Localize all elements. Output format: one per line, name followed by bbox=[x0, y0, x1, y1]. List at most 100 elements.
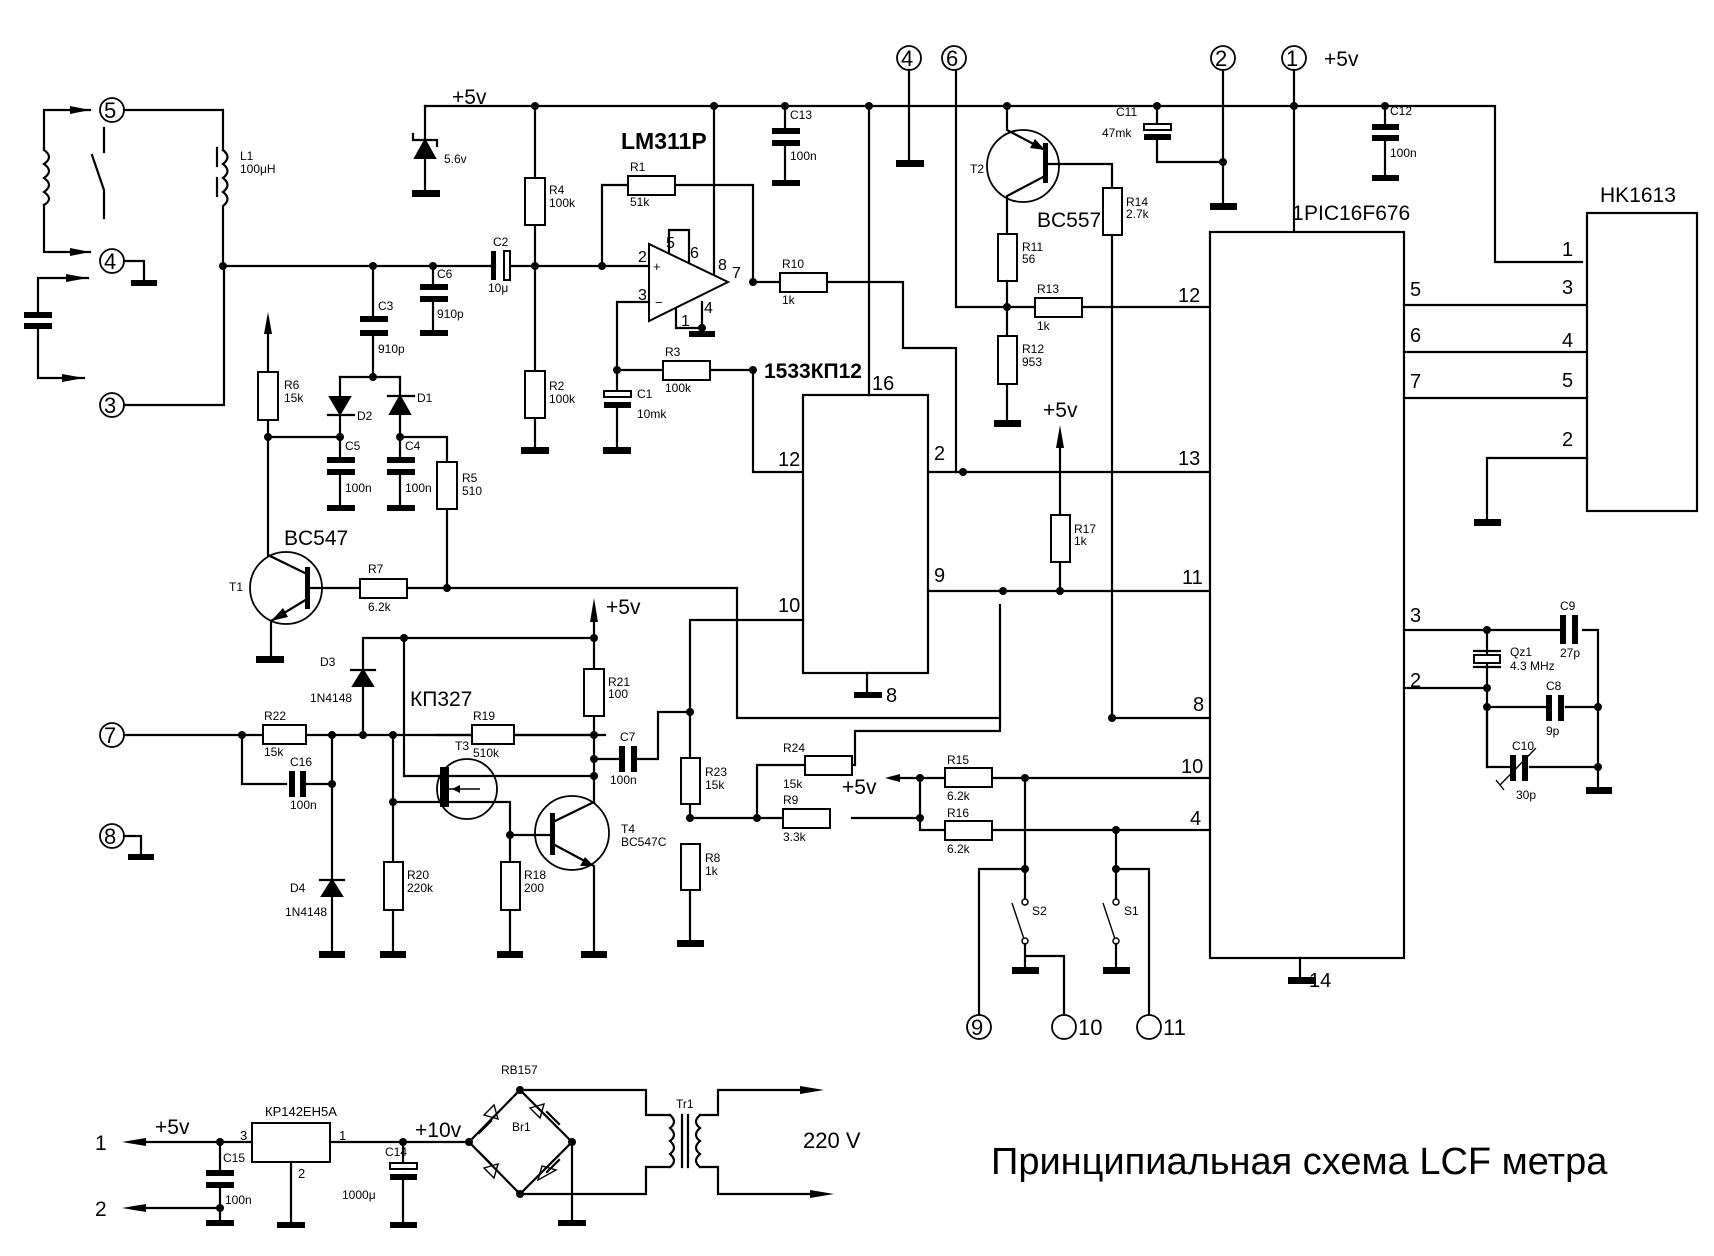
resistor-r22-icon bbox=[262, 724, 307, 745]
r20-ref: R20 bbox=[407, 868, 429, 882]
t2-ref: T2 bbox=[970, 162, 984, 176]
r7-ref: R7 bbox=[368, 562, 384, 576]
r5-ref: R5 bbox=[462, 471, 478, 485]
lcd-pin4: 4 bbox=[1562, 330, 1573, 352]
comparator-pin7: 7 bbox=[732, 265, 741, 282]
capacitor-c8-icon bbox=[1546, 695, 1552, 721]
psu-plus10-label: +10v bbox=[415, 1119, 462, 1142]
r1-value: 51k bbox=[630, 195, 650, 209]
r8-value: 1k bbox=[705, 864, 719, 878]
c5-value: 100n bbox=[345, 481, 372, 495]
connector-11-label: 11 bbox=[1163, 1015, 1186, 1040]
resistor-r3-icon bbox=[662, 360, 711, 381]
test-capacitor-icon bbox=[24, 312, 52, 318]
connector-2-top-label: 2 bbox=[1215, 46, 1227, 71]
connector-1-top-label: 1 bbox=[1286, 46, 1298, 71]
c10-ref: C10 bbox=[1512, 739, 1534, 753]
zener-diode-icon bbox=[413, 137, 437, 159]
mcu-pin12: 12 bbox=[1178, 285, 1200, 307]
switch-s1-icon[interactable] bbox=[1102, 902, 1116, 940]
arrow-icon bbox=[122, 1204, 146, 1212]
t3-ref: T3 bbox=[455, 739, 469, 753]
mcu-pin2: 2 bbox=[1410, 670, 1421, 692]
diode-d3-icon bbox=[351, 668, 375, 687]
r4-ref: R4 bbox=[549, 183, 565, 197]
transformer-tr1-icon bbox=[668, 1113, 676, 1169]
c1-ref: C1 bbox=[637, 387, 653, 401]
mcu-pin1: 1 bbox=[1292, 202, 1304, 225]
plus5-right-label: +5v bbox=[1324, 48, 1359, 71]
d3-ref: D3 bbox=[320, 655, 336, 669]
crystal-oscillator: C9 27p Qz1 4.3 MHz C8 9p C10 30p bbox=[1402, 599, 1612, 802]
c7-value: 100n bbox=[610, 773, 637, 787]
capacitor-c7-icon bbox=[619, 746, 625, 772]
psu-output-1: 1 bbox=[95, 1132, 107, 1155]
r5-value: 510 bbox=[462, 484, 482, 498]
c4-value: 100n bbox=[405, 481, 432, 495]
resistor-r6-icon bbox=[257, 371, 279, 421]
resistor-r17-icon bbox=[1050, 514, 1071, 563]
comparator-pin4: 4 bbox=[704, 300, 713, 317]
resistor-r20-icon bbox=[383, 861, 404, 911]
connector-6-top-label: 6 bbox=[946, 46, 958, 71]
switch-s2-icon[interactable] bbox=[1011, 902, 1025, 940]
resistor-r9-icon bbox=[782, 808, 831, 829]
r24-value: 15k bbox=[783, 777, 803, 791]
comparator-pin8: 8 bbox=[718, 257, 727, 274]
r16-ref: R16 bbox=[947, 806, 969, 820]
r13-ref: R13 bbox=[1037, 282, 1059, 296]
l1-value: 100μH bbox=[240, 162, 276, 176]
connector-10 bbox=[1051, 1014, 1077, 1040]
connector-5-label: 5 bbox=[104, 98, 116, 123]
ground-icon bbox=[131, 280, 157, 286]
c4-ref: C4 bbox=[405, 439, 421, 453]
capacitor-c3-icon bbox=[360, 316, 388, 322]
connector-6-top bbox=[941, 45, 967, 71]
c3-value: 910p bbox=[378, 342, 405, 356]
mcu-pin5: 5 bbox=[1410, 279, 1421, 301]
connector-3-label: 3 bbox=[104, 393, 116, 418]
comparator-minus: − bbox=[655, 295, 663, 310]
r17-value: 1k bbox=[1074, 534, 1088, 548]
qz1-value: 4.3 MHz bbox=[1510, 659, 1555, 673]
d3-value: 1N4148 bbox=[310, 691, 352, 705]
r19-value: 510k bbox=[473, 746, 500, 760]
mcu-chip-body bbox=[1208, 230, 1406, 960]
comparator-pin5: 5 bbox=[666, 235, 675, 252]
r15-value: 6.2k bbox=[947, 789, 971, 803]
r14-value: 2.7k bbox=[1126, 207, 1150, 221]
c11-value: 47mk bbox=[1102, 126, 1132, 140]
r22-ref: R22 bbox=[264, 709, 286, 723]
resistor-r21-icon bbox=[583, 668, 605, 717]
r3-value: 100k bbox=[665, 381, 692, 395]
r2-ref: R2 bbox=[549, 379, 565, 393]
lcd-pin3: 3 bbox=[1562, 277, 1573, 299]
t3-type: КП327 bbox=[410, 688, 472, 711]
connector-10-label: 10 bbox=[1078, 1015, 1102, 1040]
capacitor-c15-icon bbox=[206, 1170, 234, 1176]
l1-input-section: L1 100μH C6 910p C3 910p D2 D1 bbox=[122, 108, 739, 663]
test-inductor-icon bbox=[42, 148, 51, 207]
lcd-pin2: 2 bbox=[1562, 429, 1573, 451]
diode-d2-icon bbox=[328, 396, 352, 416]
crystal-qz1-icon bbox=[1473, 654, 1501, 664]
arrow-icon bbox=[122, 1138, 146, 1146]
s2-ref: S2 bbox=[1032, 904, 1047, 918]
bridge-rectifier-icon bbox=[467, 1088, 574, 1196]
r18-value: 200 bbox=[524, 881, 544, 895]
connector-4-label: 4 bbox=[104, 249, 116, 274]
resistor-r2-icon bbox=[524, 370, 546, 419]
capacitor-c13-icon bbox=[772, 128, 800, 134]
diode-d1-icon bbox=[388, 393, 412, 415]
d4-ref: D4 bbox=[290, 881, 306, 895]
arrow-icon bbox=[810, 1190, 834, 1198]
diode-d4-icon bbox=[320, 878, 344, 897]
arrow-icon bbox=[70, 248, 90, 256]
regulator-pin1: 1 bbox=[339, 1128, 346, 1143]
r11-ref: R11 bbox=[1022, 240, 1043, 254]
resistor-r18-icon bbox=[500, 861, 521, 911]
r10-ref: R10 bbox=[782, 257, 804, 271]
psu-plus5-label: +5v bbox=[155, 1116, 190, 1139]
capacitor-c11-icon bbox=[1143, 123, 1172, 131]
